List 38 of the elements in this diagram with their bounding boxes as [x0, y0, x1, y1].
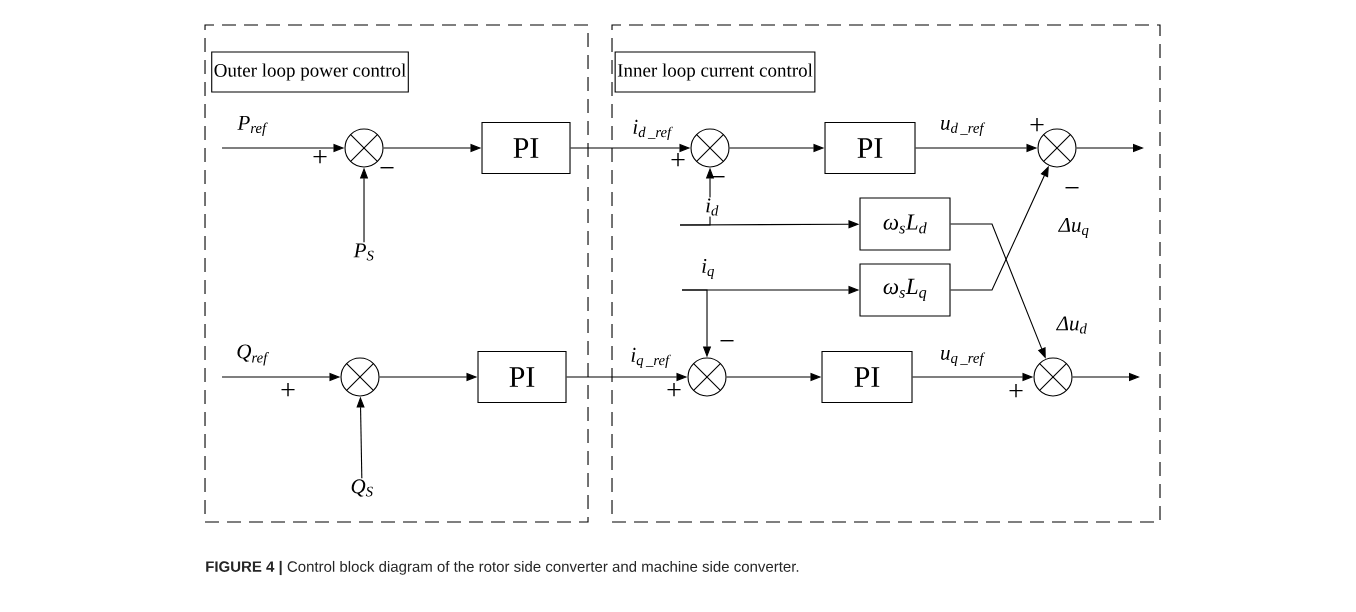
signal-label: $\textit{u}_{\textit{q\,\_ref}}$: [939, 349, 986, 367]
figure-caption: FIGURE 4 | Control block diagram of the rotor side converter and machine side converter.: [206, 560, 799, 576]
sign-label: −: [720, 340, 734, 342]
summing-junction: [1033, 357, 1073, 397]
gain-block: ω$_{s}$L$_{d}$: [859, 197, 951, 251]
sign-label: +: [671, 153, 685, 167]
signal-label: $\textit{u}_{\textit{d\,\_ref}}$: [939, 119, 986, 137]
sign-label: −: [380, 167, 394, 169]
signal-label: $\textit{i}_{\textit{d}}$: [704, 197, 720, 217]
signal-label: $\textit{Q}_{\textit{ref}}$: [235, 343, 269, 367]
summing-junction: [687, 357, 727, 397]
summing-junction: [690, 128, 730, 168]
title-box: Inner loop current control: [614, 51, 816, 93]
sign-label: +: [313, 150, 327, 164]
gain-block: ω$_{s}$L$_{q}$: [859, 263, 951, 317]
signal-label: $\textit{i}_{\textit{q}}$: [700, 257, 716, 281]
sign-label: +: [281, 383, 295, 397]
signal-label: $\textit{i}_{\textit{d\,\_ref}}$: [631, 118, 673, 142]
sign-label: −: [711, 176, 725, 178]
signal-label: $\textit{i}_{\textit{q\,\_ref}}$: [629, 346, 671, 370]
summing-junction: [340, 357, 380, 397]
signal-label: $\textit{Δu}_{\textit{d}}$: [1055, 315, 1089, 335]
sign-label: −: [1065, 187, 1079, 189]
pi-block: PI: [481, 121, 571, 175]
signal-label: Q$_{S}$: [351, 479, 373, 497]
dashed-panel: [611, 24, 1161, 523]
pi-block: PI: [821, 350, 913, 404]
sign-label: +: [1030, 118, 1044, 132]
signal-label: $\textit{P}_{\textit{ref}}$: [236, 114, 268, 138]
pi-block: PI: [477, 350, 567, 404]
sign-label: +: [1009, 384, 1023, 398]
signal-label: $\textit{Δu}_{\textit{q}}$: [1057, 216, 1091, 240]
title-box: Outer loop power control: [211, 51, 409, 93]
sign-label: +: [667, 383, 681, 397]
signal-label: P$_{S}$: [353, 243, 374, 261]
dashed-panel: [204, 24, 589, 523]
pi-block: PI: [824, 121, 916, 175]
summing-junction: [344, 128, 384, 168]
